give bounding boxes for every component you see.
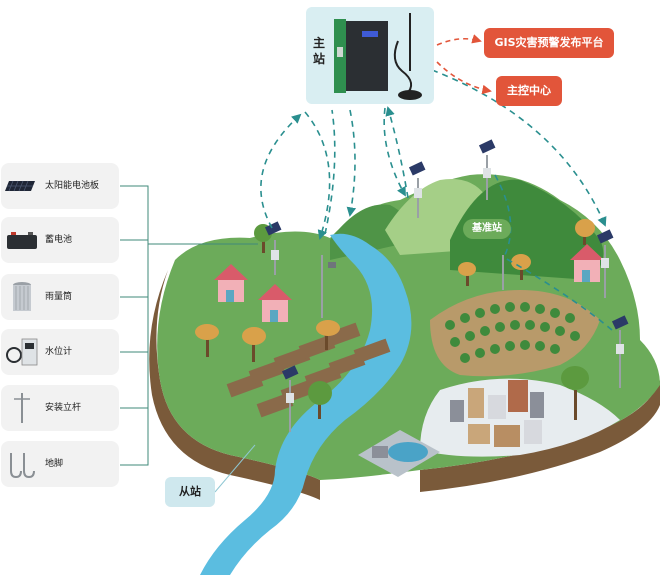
component-label: 太阳能电池板 bbox=[45, 181, 100, 191]
solar-panel-icon bbox=[5, 180, 35, 192]
monitoring-post-5 bbox=[611, 315, 629, 388]
component-card-rain-gauge: 雨量筒 bbox=[1, 274, 119, 320]
component-card-anchor-bolt: 地脚 bbox=[1, 441, 119, 487]
component-label: 蓄电池 bbox=[45, 235, 73, 245]
orchard-trees bbox=[445, 302, 580, 363]
anchor-bolt-icon bbox=[10, 453, 35, 479]
island-soil-edge bbox=[149, 270, 320, 500]
monitoring-post-1 bbox=[264, 221, 282, 275]
battery-icon bbox=[7, 232, 37, 249]
main-control-center-button[interactable]: 主控中心 bbox=[496, 76, 562, 106]
treatment-plant bbox=[358, 430, 440, 477]
mounting-pole-icon bbox=[14, 393, 30, 423]
monitoring-post-2 bbox=[408, 161, 426, 218]
camera-post-1 bbox=[321, 255, 336, 318]
house-left-2 bbox=[258, 284, 292, 322]
arrow-to-gis bbox=[436, 34, 482, 46]
master-station-label: 主站 bbox=[312, 36, 325, 66]
component-label: 雨量筒 bbox=[45, 292, 73, 302]
island-soil-edge-right bbox=[420, 380, 660, 492]
sub-station-connector bbox=[214, 444, 256, 493]
monitoring-post-4 bbox=[596, 229, 614, 298]
component-card-solar-panel: 太阳能电池板 bbox=[1, 163, 119, 209]
base-station-label: 基准站 bbox=[463, 219, 511, 239]
wireless-links bbox=[260, 69, 613, 331]
city-buildings bbox=[450, 380, 544, 447]
components-bracket bbox=[120, 185, 258, 466]
sub-station-label: 从站 bbox=[165, 477, 215, 507]
master-station: 主站 bbox=[306, 7, 434, 104]
component-card-mounting-pole: 安装立杆 bbox=[1, 385, 119, 431]
antenna-icon bbox=[393, 13, 422, 100]
mountain-right bbox=[450, 179, 604, 280]
arrow-to-control bbox=[436, 61, 492, 95]
component-label: 安装立杆 bbox=[45, 403, 82, 413]
river bbox=[200, 233, 412, 575]
monitoring-post-3 bbox=[478, 139, 496, 200]
water-level-gauge-icon bbox=[6, 338, 38, 366]
component-card-water-level-gauge: 水位计 bbox=[1, 329, 119, 375]
monitoring-post-6 bbox=[281, 365, 299, 432]
component-label: 水位计 bbox=[45, 347, 73, 357]
trees bbox=[195, 219, 595, 420]
gis-warning-platform-button[interactable]: GIS灾害预警发布平台 bbox=[484, 28, 614, 58]
house-right bbox=[570, 244, 604, 282]
house-left-1 bbox=[214, 264, 248, 302]
rain-gauge-icon bbox=[13, 282, 31, 311]
component-card-battery: 蓄电池 bbox=[1, 217, 119, 263]
rtu-device-icon bbox=[334, 19, 388, 93]
component-label: 地脚 bbox=[45, 459, 64, 469]
